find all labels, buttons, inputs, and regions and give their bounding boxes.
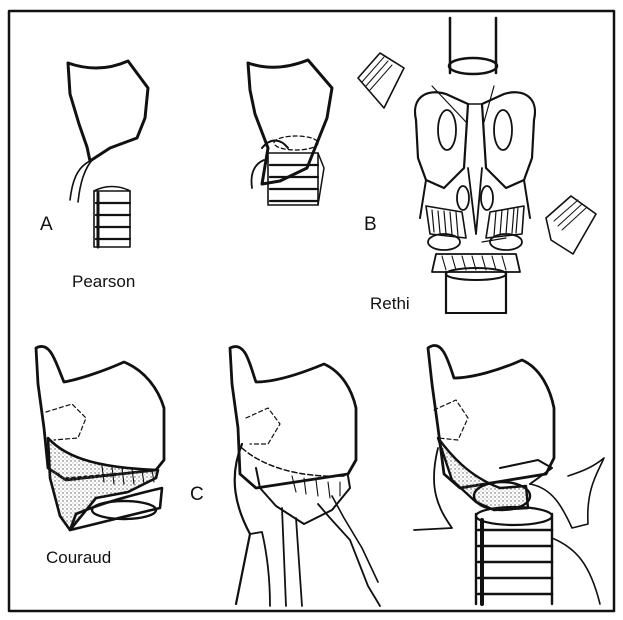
couraud-larynx-1 — [36, 346, 164, 530]
pearson-larynx-before — [68, 61, 148, 202]
pearson-larynx-after — [248, 60, 332, 205]
illustration-canvas — [6, 8, 617, 614]
rethi-stent-block-left — [358, 53, 404, 108]
rethi-stent-block-right — [546, 196, 596, 254]
panel-letter-a: A — [40, 214, 53, 236]
couraud-tracheal-tube — [476, 507, 600, 604]
rethi-upper-tube — [449, 18, 497, 74]
panel-letter-b: B — [364, 214, 377, 236]
pearson-trachea-segment — [94, 187, 130, 248]
rethi-lower-tube — [446, 268, 506, 313]
panel-name-rethi: Rethi — [370, 294, 410, 314]
couraud-larynx-2 — [230, 347, 380, 606]
panel-name-pearson: Pearson — [72, 272, 135, 292]
panel-name-couraud: Couraud — [46, 548, 111, 568]
couraud-larynx-3 — [414, 345, 604, 530]
rethi-larynx-split — [415, 86, 535, 234]
figure-frame: A Pearson B Rethi C Couraud — [6, 8, 617, 614]
rethi-cricoid-region — [426, 206, 524, 272]
panel-letter-c: C — [190, 484, 204, 506]
